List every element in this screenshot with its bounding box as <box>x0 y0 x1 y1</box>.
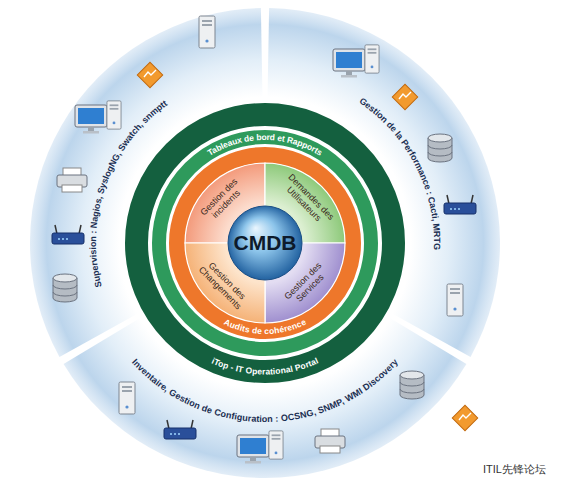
watermark: ITIL先锋论坛 <box>483 462 546 477</box>
database-icon <box>53 274 77 302</box>
server-icon <box>199 16 215 48</box>
audit-ring: Audits de cohérenceGestion des incidents… <box>169 147 361 339</box>
ring-gap <box>185 163 345 323</box>
ring-label: iTop - IT Operational Portal <box>210 356 320 377</box>
ring-gap <box>166 144 364 342</box>
database-icon <box>428 134 452 162</box>
ring-band <box>177 155 353 331</box>
server-icon <box>447 284 463 316</box>
cmdb-core: CMDB <box>227 205 303 281</box>
ring-band <box>159 137 371 349</box>
diamond-icon <box>452 405 477 430</box>
ring-gap <box>148 126 382 360</box>
server-icon <box>269 431 283 459</box>
ring-band <box>137 115 394 372</box>
ring-label-path: iTop - IT Operational Portal <box>210 356 320 377</box>
database-icon <box>400 371 424 399</box>
reporting-ring: Tableaux de bord et RapportsAudits de co… <box>152 130 378 356</box>
server-icon <box>107 101 121 129</box>
portal-ring: iTop - IT Operational PortalTableaux de … <box>125 103 405 383</box>
core-sphere <box>228 206 302 280</box>
core-label: CMDB <box>227 205 303 281</box>
server-icon <box>365 45 379 73</box>
server-icon <box>119 382 135 414</box>
